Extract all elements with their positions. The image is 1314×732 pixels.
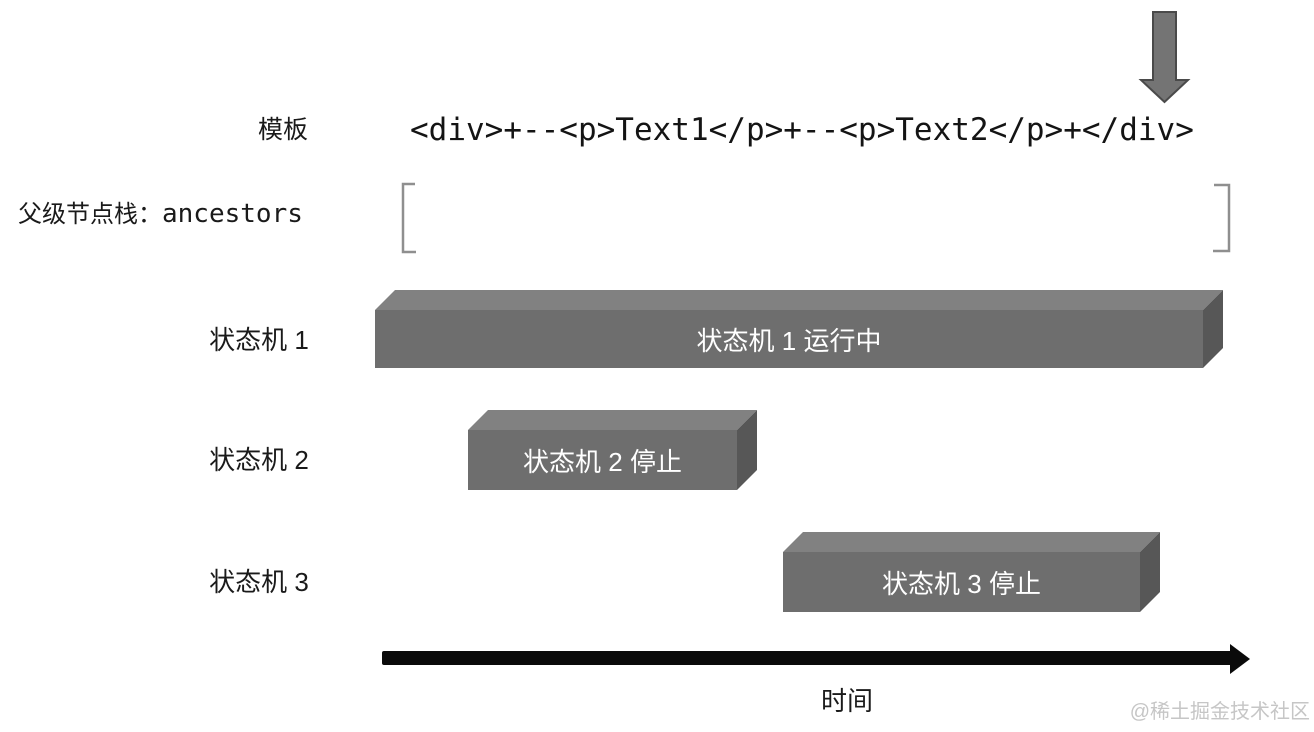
machine2-label: 状态机 2 bbox=[209, 445, 309, 475]
down-arrow-icon bbox=[1138, 11, 1191, 104]
stack-brackets bbox=[401, 182, 1231, 254]
ancestors-label-en: ancestors bbox=[162, 199, 303, 229]
machine2-bar bbox=[468, 410, 757, 490]
ancestors-stack-label: 父级节点栈：ancestors bbox=[18, 199, 303, 230]
template-label: 模板 bbox=[257, 116, 308, 144]
watermark: @稀土掘金技术社区 bbox=[1129, 701, 1310, 723]
template-code-text: <div>+--<p>Text1</p>+--<p>Text2</p>+</di… bbox=[410, 112, 1194, 148]
machine1-bar-text: 状态机 1 运行中 bbox=[696, 325, 882, 356]
machine1-bar bbox=[375, 290, 1223, 368]
machine2-bar-text: 状态机 2 停止 bbox=[523, 446, 682, 477]
machine1-label: 状态机 1 bbox=[209, 325, 309, 355]
time-axis-arrow bbox=[382, 644, 1250, 674]
machine3-bar-text: 状态机 3 停止 bbox=[882, 568, 1041, 599]
machine3-label: 状态机 3 bbox=[209, 567, 309, 597]
machine3-bar bbox=[783, 532, 1160, 612]
time-axis-label: 时间 bbox=[820, 686, 873, 716]
ancestors-label-cn: 父级节点栈： bbox=[18, 201, 162, 228]
